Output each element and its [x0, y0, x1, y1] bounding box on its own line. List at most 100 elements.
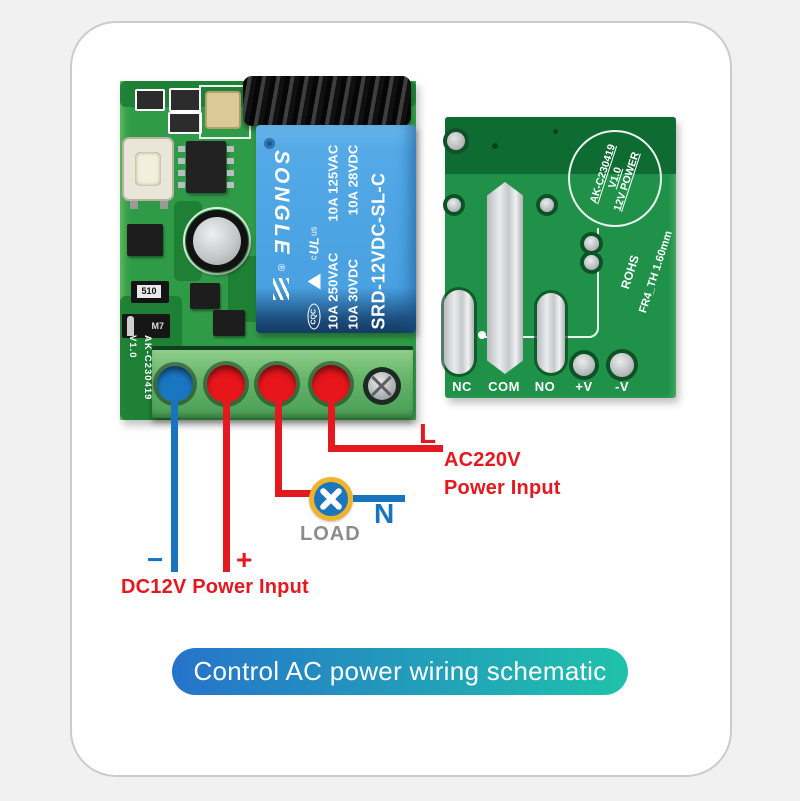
tactile-button	[122, 137, 174, 209]
load-symbol	[309, 477, 353, 521]
ic-pin	[178, 158, 185, 164]
relay-cert-marks: CQC c UL us	[302, 145, 326, 330]
ul-letters: UL	[306, 237, 321, 255]
relay-rating-line2: 10A 30VDC 10A 28VDC	[346, 145, 366, 330]
terminal-hole-live	[312, 365, 350, 403]
capacitor-silkscreen-ring	[183, 207, 251, 275]
ic-pin	[227, 170, 234, 176]
terminal-hole-plus	[207, 365, 245, 403]
dc-power-label: DC12V Power Input	[121, 576, 309, 598]
relay-markings: CQC c UL us 10A 250VAC 10A 125VAC 10A 30…	[302, 145, 410, 330]
button-leg	[130, 201, 138, 209]
diode-label: M7	[151, 321, 164, 331]
rating-dc2: 10A 28VDC	[345, 144, 361, 216]
registered-mark: ®	[275, 263, 287, 272]
ic-chip	[178, 141, 234, 193]
relay-rating-line1: 10A 250VAC 10A 125VAC	[326, 145, 346, 330]
relay-brand: SONGLE	[270, 150, 293, 257]
ic-pin	[178, 146, 185, 152]
solder-pad	[540, 198, 554, 212]
terminal-hole-minus	[157, 366, 193, 402]
relay: SONGLE ® CQC c UL us 10A 250VAC 10A 125V…	[256, 125, 416, 333]
plus-v-pad	[573, 354, 595, 376]
plus-label: +	[236, 544, 253, 575]
neutral-wire	[353, 495, 405, 502]
resistor-label: 510	[137, 285, 161, 298]
terminal-label-nc: NC	[452, 379, 472, 394]
resistor: 510	[131, 281, 169, 303]
neutral-label: N	[374, 498, 395, 529]
minus-v-pad	[610, 353, 634, 377]
ul-prefix: c	[308, 255, 319, 260]
rating-ac1: 10A 250VAC	[325, 252, 341, 330]
diode: M7	[122, 314, 170, 338]
dc-positive-wire	[223, 400, 230, 572]
cqc-mark: CQC	[307, 303, 320, 330]
side-marking-model: AK-C230419	[142, 335, 153, 401]
ac-power-label-line1: AC220V	[444, 449, 521, 471]
ul-mark: c UL us	[306, 227, 321, 260]
vde-triangle-mark	[307, 273, 320, 290]
songle-flag-logo-icon	[273, 278, 289, 301]
terminal-label-no: NO	[534, 379, 556, 394]
solder-pad	[584, 236, 599, 251]
ic-pin	[227, 182, 234, 188]
transistor	[190, 283, 220, 309]
terminal-screw	[363, 367, 401, 405]
live-wire-horizontal	[328, 445, 443, 452]
capacitor-top	[193, 217, 241, 265]
terminal-hole-load	[258, 365, 296, 403]
board-side-marking: AK-C230419 V1.0	[121, 335, 155, 427]
silkscreen-circle	[568, 130, 662, 227]
button-leg	[160, 201, 168, 209]
crystal-component	[205, 91, 241, 129]
rating-dc1: 10A 30VDC	[345, 258, 361, 330]
ic-pin	[178, 170, 185, 176]
via-hole	[492, 143, 498, 149]
mounting-hole	[443, 128, 469, 154]
fr4-marking: FR4_TH 1.60mm	[637, 229, 675, 315]
receiver-board-back: AK-C230419 V1.0 12V POWER NC COM NO +V -…	[443, 117, 676, 398]
smd-component	[169, 88, 201, 112]
smd-component	[135, 89, 165, 111]
terminal-label-com: COM	[488, 379, 520, 394]
transistor	[213, 310, 245, 336]
nc-solder-strip	[444, 290, 474, 374]
terminal-block	[152, 346, 413, 418]
minus-label: −	[147, 544, 164, 575]
load-label: LOAD	[300, 523, 361, 545]
com-solder-strip	[487, 182, 523, 374]
antenna-coil	[243, 76, 411, 126]
live-label: L	[419, 418, 437, 449]
ul-suffix: us	[308, 226, 319, 237]
caption-banner: Control AC power wiring schematic	[172, 648, 628, 695]
ic-pin	[227, 146, 234, 152]
side-marking-version: V1.0	[127, 335, 138, 359]
solder-pad	[447, 198, 461, 212]
load-wire-vertical	[275, 400, 282, 497]
relay-brand-row: SONGLE ®	[262, 150, 300, 320]
load-symbol-inner	[314, 482, 348, 516]
ic-pin	[178, 182, 185, 188]
terminal-label-minusv: -V	[615, 379, 629, 394]
relay-model: SRD-12VDC-SL-C	[368, 172, 389, 330]
ac-power-label-line2: Power Input	[444, 477, 561, 499]
electrolytic-capacitor	[186, 210, 248, 272]
transistor	[127, 224, 163, 256]
smd-component	[168, 112, 202, 134]
mounting-hole-pad	[447, 132, 465, 150]
terminal-label-plusv: +V	[575, 379, 593, 394]
caption-text: Control AC power wiring schematic	[193, 656, 607, 686]
screw-head	[368, 372, 396, 400]
no-solder-strip	[537, 293, 565, 373]
silkscreen-trace-dot	[478, 331, 486, 339]
ic-pin	[227, 158, 234, 164]
diode-band	[127, 316, 134, 336]
dc-negative-wire	[171, 400, 178, 572]
via-hole	[553, 129, 558, 134]
relay-vent-hole	[264, 138, 275, 149]
solder-pad	[584, 255, 599, 270]
live-wire-vertical	[328, 400, 335, 452]
rohs-marking: ROHS	[617, 253, 643, 291]
